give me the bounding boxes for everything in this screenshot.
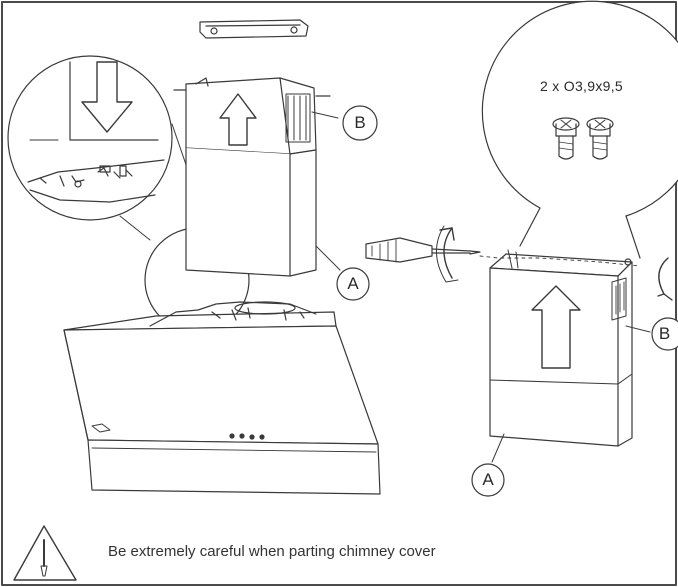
screw-icon <box>552 117 580 160</box>
screw-spec-label: 2 x O3,9x9,5 <box>540 78 623 94</box>
hood-body <box>63 301 381 495</box>
rotate-arrow-icon <box>657 257 673 301</box>
warning-text: Be extremely careful when parting chimne… <box>108 543 436 560</box>
left-chimney <box>173 77 341 277</box>
left-detail-magnifier <box>7 55 215 247</box>
mounting-bracket <box>199 19 309 39</box>
warning-triangle-icon <box>13 525 77 581</box>
callout-a-left-ring <box>336 267 370 301</box>
callout-b-left: B <box>354 113 366 132</box>
screw-icon <box>586 117 614 160</box>
right-detail-magnifier <box>481 0 678 259</box>
arrow-up-icon <box>531 285 581 369</box>
rotate-arrow-icon <box>436 225 459 283</box>
callout-a-right: A <box>482 470 494 489</box>
callout-b-right: B <box>658 324 671 343</box>
arrow-down-icon <box>81 61 133 133</box>
callout-a-right-ring <box>471 463 505 497</box>
callout-b-left-ring <box>342 105 378 141</box>
callout-a-left: A <box>347 274 359 293</box>
screwdriver-icon <box>365 237 481 263</box>
right-chimney <box>479 249 651 463</box>
callout-b-right-ring <box>651 317 678 351</box>
arrow-up-icon <box>219 93 257 146</box>
